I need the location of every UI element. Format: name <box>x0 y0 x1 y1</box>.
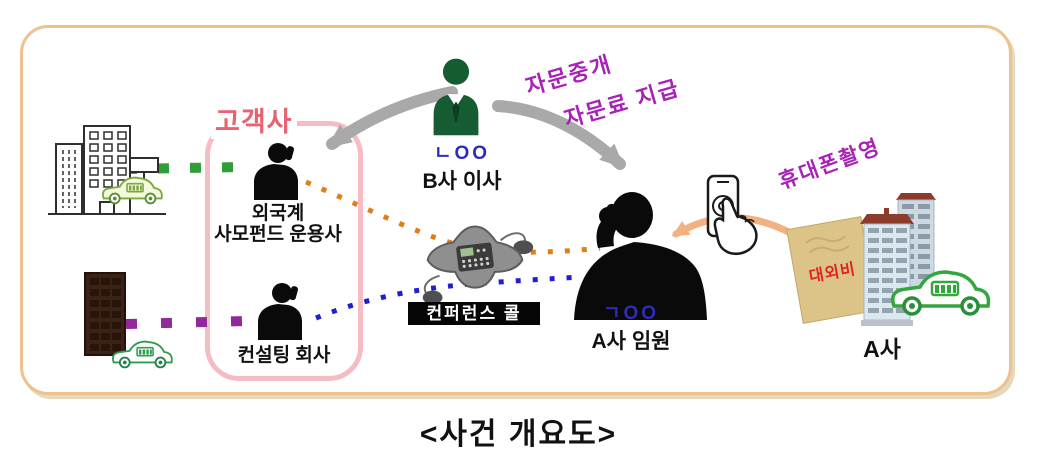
broker-title: B사 이사 <box>422 170 502 193</box>
consulting-company-label: 컨설팅 회사 <box>237 345 331 366</box>
smartphone-touch-icon <box>706 174 758 255</box>
executive-title: A사 임원 <box>591 330 671 353</box>
dark-building-icon <box>84 272 126 356</box>
broker-label: ㄴOO B사 이사 <box>402 138 522 195</box>
consulting-silhouette-icon <box>258 283 302 340</box>
broker-name: ㄴOO <box>433 143 491 164</box>
fund-manager-label: 외국계 사모펀드 운용사 <box>198 203 358 245</box>
executive-name: ㄱOO <box>602 303 660 324</box>
fund-manager-label-line2: 사모펀드 운용사 <box>214 224 342 245</box>
executive-label: ㄱOO A사 임원 <box>571 298 691 355</box>
conference-phone-icon <box>422 225 534 305</box>
businessman-icon <box>433 58 479 136</box>
green-car-icon <box>112 340 173 369</box>
fund-manager-label-line1: 외국계 <box>251 203 305 224</box>
conference-call-label: 컨퍼런스 콜 <box>408 302 540 325</box>
document-scribble-icon <box>805 235 850 254</box>
company-a-label: A사 <box>863 336 901 362</box>
diagram-caption: <사건 개요도> <box>419 418 618 451</box>
green-car-icon <box>102 176 163 205</box>
confidential-document: 대외비 <box>786 216 878 324</box>
green-car-icon <box>891 270 991 316</box>
executive-silhouette-icon <box>574 192 707 320</box>
office-building-icon <box>48 125 166 215</box>
fund-manager-silhouette-icon <box>254 143 298 200</box>
client-group-label: 고객사 <box>211 100 297 139</box>
